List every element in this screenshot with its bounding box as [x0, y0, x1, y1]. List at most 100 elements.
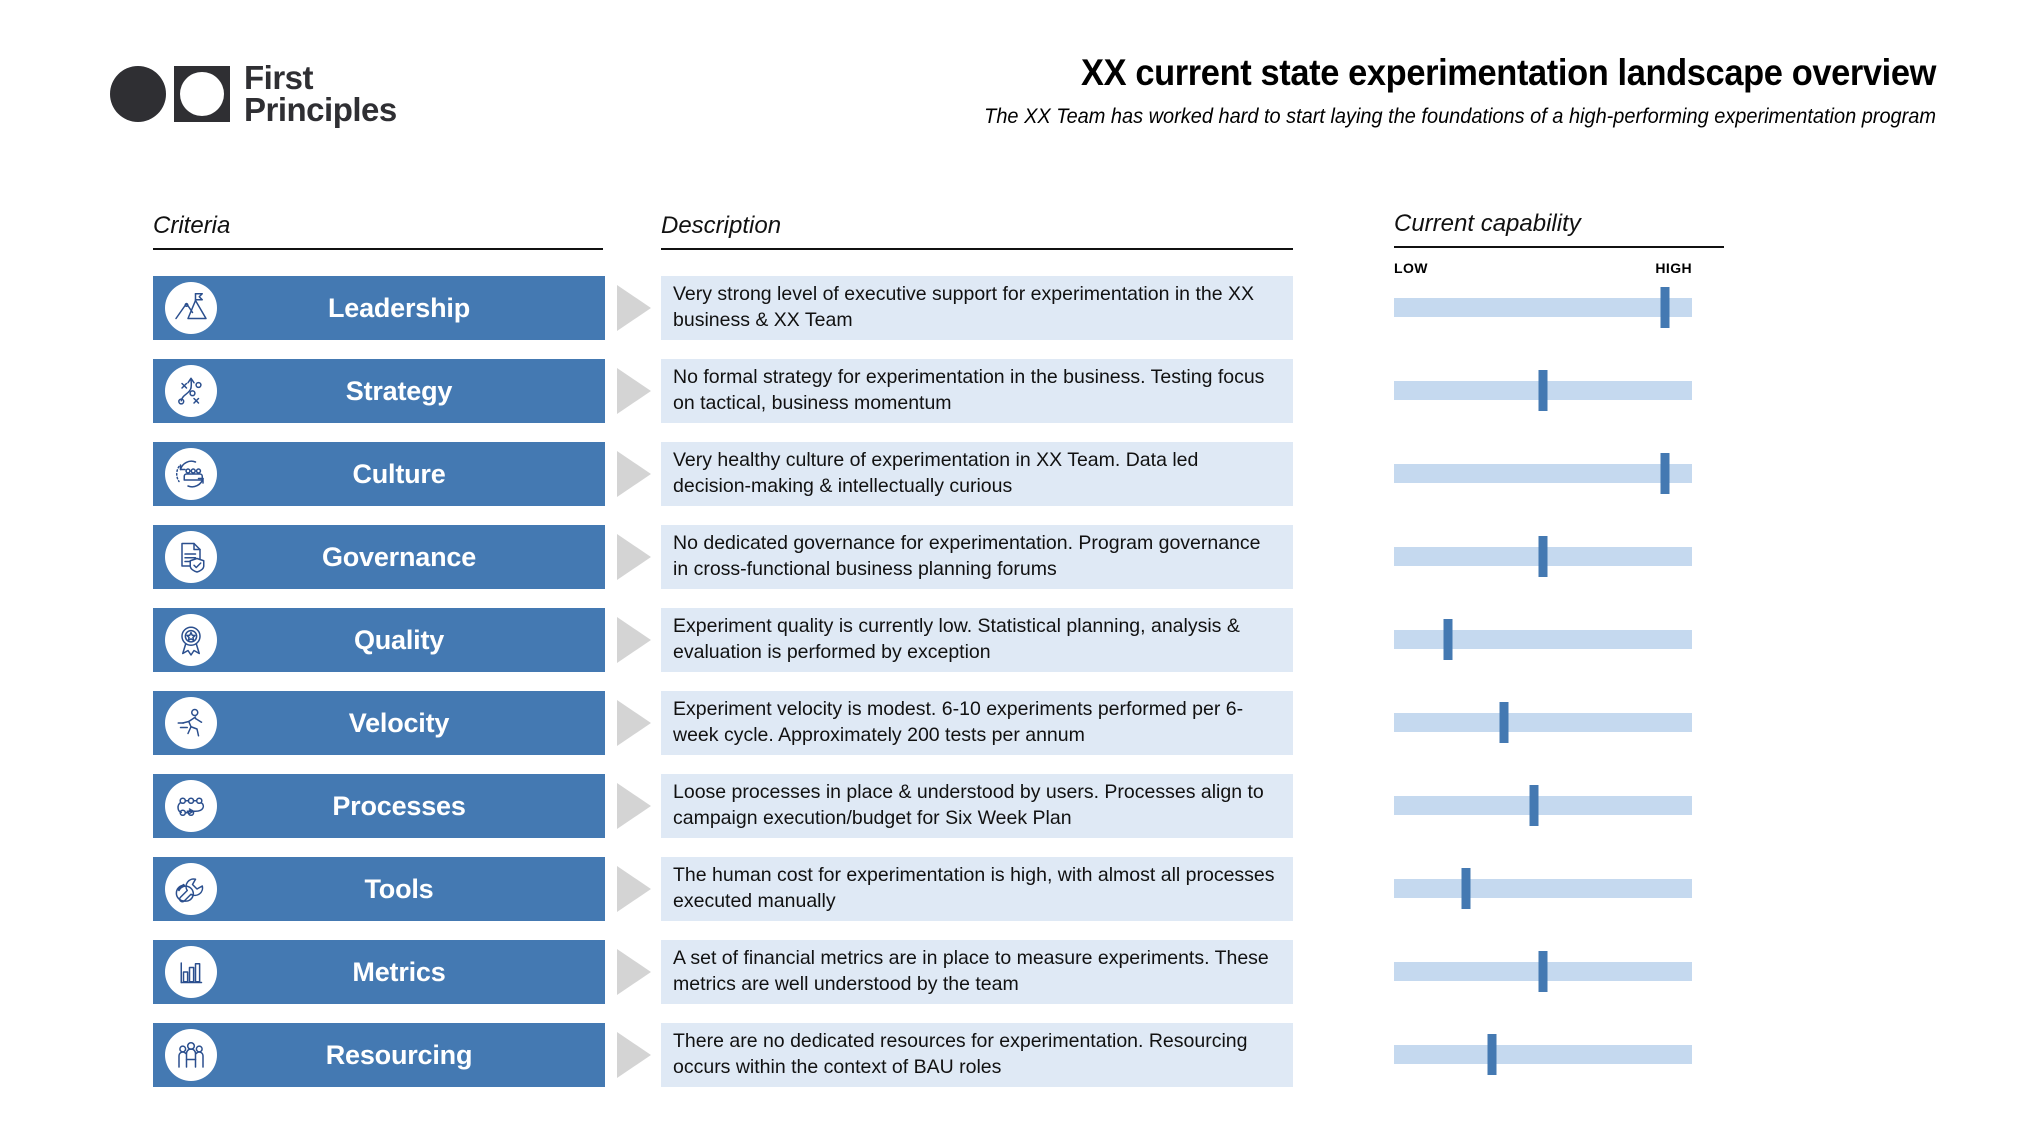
capability-scale-labels: LOW HIGH: [1394, 260, 1692, 276]
brand-wordmark-line2: Principles: [244, 91, 397, 129]
description-text: The human cost for experimentation is hi…: [673, 864, 1275, 912]
capability-marker[interactable]: [1538, 536, 1548, 577]
description-text: A set of financial metrics are in place …: [673, 947, 1269, 995]
criteria-bar-leadership[interactable]: Leadership: [153, 276, 605, 340]
capability-marker[interactable]: [1538, 370, 1548, 411]
criteria-row: Tools The human cost for experimentation …: [0, 857, 2018, 940]
criteria-bar-governance[interactable]: Governance: [153, 525, 605, 589]
criteria-bar-processes[interactable]: Processes: [153, 774, 605, 838]
criteria-label: Velocity: [348, 707, 450, 738]
criteria-bar-metrics[interactable]: Metrics: [153, 940, 605, 1004]
chevron-right-icon: [617, 285, 651, 331]
criteria-row: Processes Loose processes in place & unde…: [0, 774, 2018, 857]
capability-marker[interactable]: [1443, 619, 1453, 660]
column-rule-description: [661, 248, 1293, 250]
description-text: Very strong level of executive support f…: [673, 283, 1254, 331]
people-group-icon: [165, 1029, 217, 1081]
column-header-criteria: Criteria: [153, 212, 603, 250]
description-box: Very healthy culture of experimentation …: [661, 442, 1293, 506]
chevron-right-icon: [617, 451, 651, 497]
capability-marker[interactable]: [1538, 951, 1548, 992]
capability-slider-strategy[interactable]: [1394, 370, 1692, 411]
column-header-description-label: Description: [661, 212, 782, 239]
description-text: Very healthy culture of experimentation …: [673, 449, 1199, 497]
description-text: Experiment quality is currently low. Sta…: [673, 615, 1240, 663]
description-box: Experiment quality is currently low. Sta…: [661, 608, 1293, 672]
capability-marker[interactable]: [1499, 702, 1509, 743]
capability-marker[interactable]: [1660, 453, 1670, 494]
capability-marker[interactable]: [1487, 1034, 1497, 1075]
capability-slider-velocity[interactable]: [1394, 702, 1692, 743]
criteria-rows: Leadership Very strong level of executive…: [0, 276, 2018, 1106]
page-subtitle: The XX Team has worked hard to start lay…: [984, 105, 1936, 128]
criteria-label: Quality: [353, 624, 445, 655]
bar-chart-icon: [165, 946, 217, 998]
description-box: No dedicated governance for experimentat…: [661, 525, 1293, 589]
column-rule-criteria: [153, 248, 603, 250]
column-rule-capability: [1394, 246, 1724, 248]
chevron-right-icon: [617, 866, 651, 912]
description-box: Loose processes in place & understood by…: [661, 774, 1293, 838]
page-title: XX current state experimentation landsca…: [1081, 52, 1936, 93]
criteria-row: Culture Very healthy culture of experimen…: [0, 442, 2018, 525]
criteria-label: Culture: [352, 458, 446, 489]
brand-wordmark: First Principles: [244, 59, 397, 129]
description-box: A set of financial metrics are in place …: [661, 940, 1293, 1004]
capability-slider-processes[interactable]: [1394, 785, 1692, 826]
description-text: Loose processes in place & understood by…: [673, 781, 1264, 829]
capability-slider-tools[interactable]: [1394, 868, 1692, 909]
criteria-row: Velocity Experiment velocity is modest. 6…: [0, 691, 2018, 774]
description-box: The human cost for experimentation is hi…: [661, 857, 1293, 921]
chevron-right-icon: [617, 1032, 651, 1078]
criteria-label: Leadership: [327, 292, 471, 323]
team-cycle-icon: [165, 448, 217, 500]
running-person-icon: [165, 697, 217, 749]
criteria-bar-tools[interactable]: Tools: [153, 857, 605, 921]
chevron-right-icon: [617, 949, 651, 995]
logo-mark: [110, 66, 230, 123]
description-box: Experiment velocity is modest. 6-10 expe…: [661, 691, 1293, 755]
criteria-label: Strategy: [345, 375, 453, 406]
brand-wordmark-line1: First: [244, 59, 314, 96]
description-text: There are no dedicated resources for exp…: [673, 1030, 1248, 1078]
award-ribbon-icon: [165, 614, 217, 666]
chevron-right-icon: [617, 783, 651, 829]
criteria-bar-quality[interactable]: Quality: [153, 608, 605, 672]
criteria-row: Governance No dedicated governance for ex…: [0, 525, 2018, 608]
capability-marker[interactable]: [1461, 868, 1471, 909]
page-header: XX current state experimentation landsca…: [736, 52, 1936, 129]
criteria-bar-strategy[interactable]: Strategy: [153, 359, 605, 423]
capability-slider-metrics[interactable]: [1394, 951, 1692, 992]
mountain-flag-icon: [165, 282, 217, 334]
chevron-right-icon: [617, 617, 651, 663]
column-header-capability: Current capability: [1394, 210, 1724, 248]
capability-marker[interactable]: [1529, 785, 1539, 826]
square-inner-circle: [180, 72, 224, 117]
description-box: There are no dedicated resources for exp…: [661, 1023, 1293, 1087]
criteria-row: Leadership Very strong level of executive…: [0, 276, 2018, 359]
wrench-icon: [165, 863, 217, 915]
capability-slider-resourcing[interactable]: [1394, 1034, 1692, 1075]
description-box: Very strong level of executive support f…: [661, 276, 1293, 340]
capability-slider-quality[interactable]: [1394, 619, 1692, 660]
column-header-criteria-label: Criteria: [153, 212, 231, 239]
document-shield-icon: [165, 531, 217, 583]
criteria-row: Metrics A set of financial metrics are in…: [0, 940, 2018, 1023]
criteria-label: Governance: [321, 541, 477, 572]
column-header-description: Description: [661, 212, 1293, 250]
criteria-label: Processes: [332, 790, 466, 821]
criteria-row: Resourcing There are no dedicated resourc…: [0, 1023, 2018, 1106]
criteria-bar-velocity[interactable]: Velocity: [153, 691, 605, 755]
process-flow-icon: [165, 780, 217, 832]
criteria-bar-resourcing[interactable]: Resourcing: [153, 1023, 605, 1087]
criteria-row: Quality Experiment quality is currently l…: [0, 608, 2018, 691]
criteria-label: Metrics: [352, 956, 446, 987]
square-with-circle-icon: [174, 66, 230, 123]
capability-slider-governance[interactable]: [1394, 536, 1692, 577]
chevron-right-icon: [617, 700, 651, 746]
capability-slider-culture[interactable]: [1394, 453, 1692, 494]
capability-marker[interactable]: [1660, 287, 1670, 328]
criteria-bar-culture[interactable]: Culture: [153, 442, 605, 506]
capability-slider-leadership[interactable]: [1394, 287, 1692, 328]
